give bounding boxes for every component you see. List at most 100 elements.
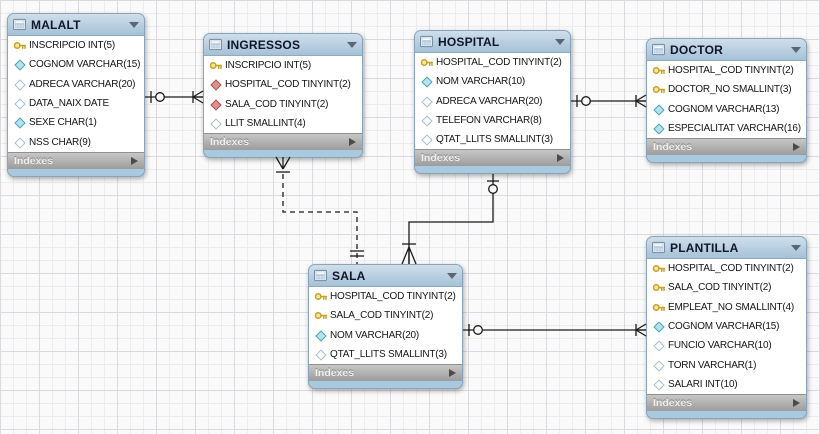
column-label: EMPLEAT_NO SMALLINT(4) [668, 301, 795, 313]
column-row: HOSPITAL_COD TINYINT(2) [647, 61, 806, 80]
expand-right-icon [557, 154, 564, 163]
primary-key-icon [209, 62, 222, 70]
table-title: DOCTOR [670, 42, 723, 57]
foreign-key-diamond-icon [209, 78, 222, 91]
column-row: NOM VARCHAR(20) [309, 326, 462, 345]
table-header[interactable]: MALALT [8, 14, 144, 36]
table-hospital[interactable]: HOSPITAL HOSPITAL_COD TINYINT(2) NOM VAR… [414, 30, 571, 175]
column-label: DOCTOR_NO SMALLINT(3) [668, 84, 792, 96]
relationship-hospital-sala[interactable] [401, 174, 499, 265]
chevron-down-icon[interactable] [791, 244, 801, 251]
primary-key-icon [13, 42, 26, 50]
column-row: ADRECA VARCHAR(20) [415, 92, 570, 111]
table-sala[interactable]: SALA HOSPITAL_COD TINYINT(2) SALA_COD TI… [308, 264, 463, 390]
primary-key-icon [314, 312, 327, 320]
column-row: SALA_COD TINYINT(2) [204, 95, 362, 114]
column-row: INSCRIPCIO INT(5) [204, 56, 362, 75]
nullable-diamond-icon [652, 378, 665, 391]
indexes-section[interactable]: Indexes [8, 151, 144, 169]
column-row: SALA_COD TINYINT(2) [309, 306, 462, 325]
relationship-ingressos-sala[interactable] [275, 156, 364, 264]
primary-key-icon [420, 59, 433, 67]
nullable-diamond-icon [652, 339, 665, 352]
indexes-section[interactable]: Indexes [204, 133, 362, 151]
chevron-down-icon[interactable] [447, 272, 457, 279]
not-null-diamond-icon [314, 329, 327, 342]
table-header[interactable]: SALA [309, 265, 462, 287]
column-label: COGNOM VARCHAR(15) [668, 321, 780, 333]
column-list: INSCRIPCIO INT(5) COGNOM VARCHAR(15) ADR… [8, 36, 144, 152]
indexes-section[interactable]: Indexes [309, 364, 462, 382]
indexes-section[interactable]: Indexes [647, 394, 806, 412]
column-label: TELEFON VARCHAR(8) [436, 115, 542, 127]
table-icon [652, 43, 665, 56]
column-row: COGNOM VARCHAR(15) [8, 55, 144, 74]
chevron-down-icon[interactable] [347, 41, 357, 48]
nullable-diamond-icon [209, 117, 222, 130]
column-label: SALARI INT(10) [668, 378, 738, 390]
column-label: SALA_COD TINYINT(2) [668, 282, 772, 294]
table-header[interactable]: DOCTOR [647, 39, 806, 61]
primary-key-icon [652, 303, 665, 311]
nullable-diamond-icon [420, 133, 433, 146]
column-label: TORN VARCHAR(1) [668, 359, 757, 371]
indexes-section[interactable]: Indexes [647, 138, 806, 156]
column-label: QTAT_LLITS SMALLINT(3) [330, 349, 447, 361]
indexes-label: Indexes [14, 154, 54, 167]
column-row: NSS CHAR(9) [8, 132, 144, 151]
expand-right-icon [793, 143, 800, 152]
primary-key-icon [652, 67, 665, 75]
primary-key-icon [652, 284, 665, 292]
chevron-down-icon[interactable] [791, 46, 801, 53]
column-row: HOSPITAL_COD TINYINT(2) [204, 75, 362, 94]
relationship-hospital-doctor[interactable] [571, 94, 647, 108]
column-list: HOSPITAL_COD TINYINT(2) NOM VARCHAR(10) … [415, 53, 570, 150]
table-icon [13, 18, 26, 31]
foreign-key-diamond-icon [209, 98, 222, 111]
nullable-diamond-icon [13, 136, 26, 149]
table-header[interactable]: INGRESSOS [204, 34, 362, 56]
table-ingressos[interactable]: INGRESSOS INSCRIPCIO INT(5) HOSPITAL_COD… [203, 33, 363, 159]
column-label: ESPECIALITAT VARCHAR(16) [668, 123, 801, 135]
column-row: COGNOM VARCHAR(15) [647, 317, 806, 336]
primary-key-icon [314, 293, 327, 301]
primary-key-icon [652, 86, 665, 94]
not-null-diamond-icon [13, 58, 26, 71]
column-row: FUNCIO VARCHAR(10) [647, 336, 806, 355]
table-icon [652, 241, 665, 254]
table-header[interactable]: HOSPITAL [415, 31, 570, 53]
not-null-diamond-icon [652, 122, 665, 135]
expand-right-icon [793, 399, 800, 408]
chevron-down-icon[interactable] [555, 38, 565, 45]
column-row: DATA_NAIX DATE [8, 94, 144, 113]
table-malalt[interactable]: MALALT INSCRIPCIO INT(5) COGNOM VARCHAR(… [7, 13, 145, 177]
column-label: SALA_COD TINYINT(2) [225, 98, 329, 110]
table-doctor[interactable]: DOCTOR HOSPITAL_COD TINYINT(2) DOCTOR_NO… [646, 38, 807, 164]
column-row: EMPLEAT_NO SMALLINT(4) [647, 298, 806, 317]
column-label: INSCRIPCIO INT(5) [29, 40, 116, 52]
relationship-malalt-ingressos[interactable] [145, 90, 204, 104]
column-label: SEXE CHAR(1) [29, 117, 97, 129]
expand-right-icon [349, 138, 356, 147]
column-row: HOSPITAL_COD TINYINT(2) [309, 287, 462, 306]
not-null-diamond-icon [652, 103, 665, 116]
column-label: HOSPITAL_COD TINYINT(2) [668, 263, 794, 275]
table-plantilla[interactable]: PLANTILLA HOSPITAL_COD TINYINT(2) SALA_C… [646, 236, 807, 420]
table-icon [209, 38, 222, 51]
table-header[interactable]: PLANTILLA [647, 237, 806, 259]
nullable-diamond-icon [420, 95, 433, 108]
expand-right-icon [449, 369, 456, 378]
column-list: INSCRIPCIO INT(5) HOSPITAL_COD TINYINT(2… [204, 56, 362, 134]
relationship-sala-plantilla[interactable] [463, 323, 647, 337]
table-title: INGRESSOS [227, 37, 301, 52]
column-row: INSCRIPCIO INT(5) [8, 36, 144, 55]
column-label: COGNOM VARCHAR(15) [29, 59, 141, 71]
column-row: HOSPITAL_COD TINYINT(2) [647, 259, 806, 278]
column-row: ADRECA VARCHAR(20) [8, 75, 144, 94]
primary-key-icon [652, 265, 665, 273]
indexes-section[interactable]: Indexes [415, 149, 570, 167]
not-null-diamond-icon [420, 75, 433, 88]
chevron-down-icon[interactable] [129, 21, 139, 28]
column-row: COGNOM VARCHAR(13) [647, 100, 806, 119]
